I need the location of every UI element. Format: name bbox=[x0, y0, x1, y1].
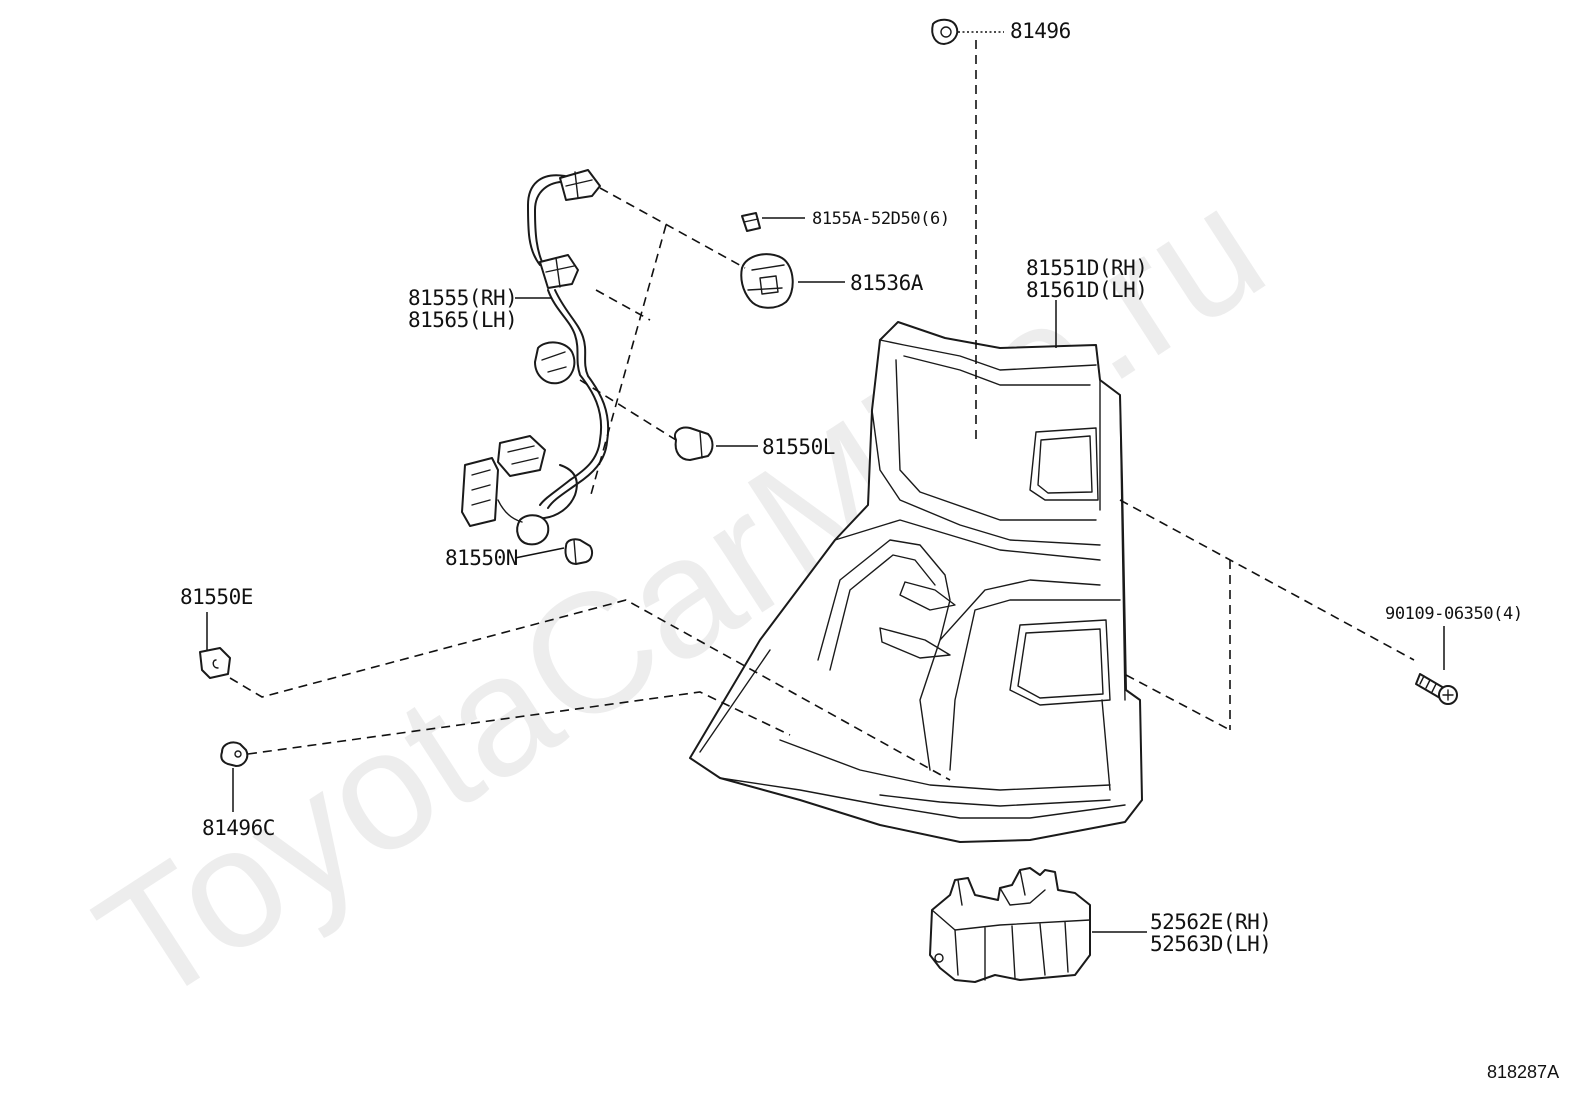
grommet-81550e[interactable] bbox=[199, 647, 231, 679]
label-81555[interactable]: 81555(RH) bbox=[408, 286, 518, 310]
label-90109[interactable]: 90109-06350(4) bbox=[1385, 604, 1523, 624]
label-52563d[interactable]: 52563D(LH) bbox=[1150, 932, 1272, 956]
diagram-code: 818287A bbox=[1487, 1062, 1559, 1082]
label-81551d[interactable]: 81551D(RH) bbox=[1026, 256, 1148, 280]
socket-81536a[interactable] bbox=[740, 253, 794, 309]
label-81565[interactable]: 81565(LH) bbox=[408, 308, 518, 332]
tail-lamp-assembly[interactable] bbox=[689, 321, 1143, 843]
bulb-81550l[interactable] bbox=[674, 426, 714, 461]
label-81496c[interactable]: 81496C bbox=[202, 816, 275, 840]
lamp-bracket[interactable] bbox=[929, 867, 1091, 983]
clip-81496c[interactable] bbox=[220, 741, 249, 767]
assembly-lines bbox=[229, 40, 1415, 781]
label-8155a[interactable]: 8155A-52D50(6) bbox=[812, 209, 950, 229]
clip-81496[interactable] bbox=[931, 18, 959, 45]
label-52562e[interactable]: 52562E(RH) bbox=[1150, 910, 1272, 934]
label-81550l[interactable]: 81550L bbox=[762, 435, 835, 459]
part-labels: 81496 8155A-52D50(6) 81536A 81551D(RH) 8… bbox=[180, 19, 1559, 1082]
screw-8155a[interactable] bbox=[741, 212, 761, 232]
wire-harness[interactable] bbox=[461, 169, 610, 546]
label-81550e[interactable]: 81550E bbox=[180, 585, 253, 609]
label-81536a[interactable]: 81536A bbox=[850, 271, 924, 295]
label-81496[interactable]: 81496 bbox=[1010, 19, 1071, 43]
leader-lines bbox=[206, 31, 1445, 933]
bulb-81550n[interactable] bbox=[564, 538, 594, 565]
screw-90109[interactable] bbox=[1415, 673, 1458, 705]
label-81550n[interactable]: 81550N bbox=[445, 546, 518, 570]
label-81561d[interactable]: 81561D(LH) bbox=[1026, 278, 1148, 302]
